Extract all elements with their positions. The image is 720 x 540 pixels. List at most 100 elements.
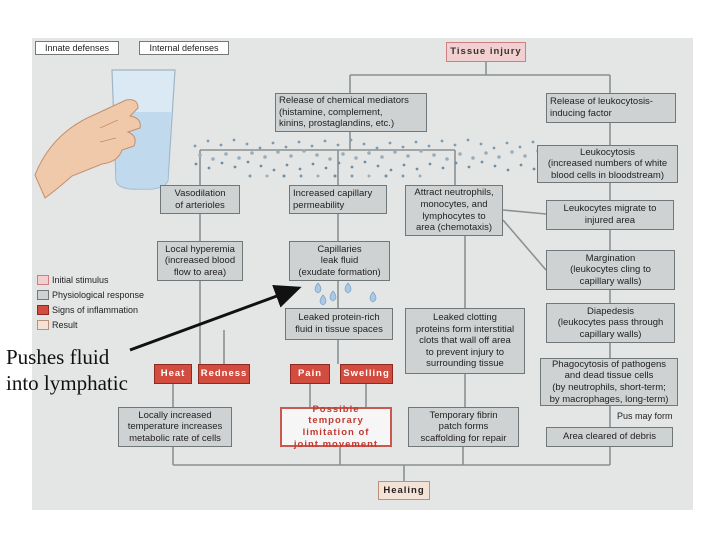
mediator-dot xyxy=(401,174,405,178)
mediator-dot xyxy=(245,142,249,146)
mediator-dot xyxy=(510,150,514,154)
redness-sign-box: Redness xyxy=(198,364,250,384)
mediator-dot xyxy=(380,155,384,159)
mediator-dot xyxy=(376,164,380,168)
mediator-dot xyxy=(350,174,354,178)
mediator-dot xyxy=(454,161,458,165)
mediator-dot xyxy=(211,157,215,161)
leaked-protein-box: Leaked protein-rich fluid in tissue spac… xyxy=(285,308,393,340)
mediator-dot xyxy=(367,151,371,155)
mediator-dot xyxy=(323,139,327,143)
swelling-sign-box: Swelling xyxy=(340,364,393,384)
area-cleared-box: Area cleared of debris xyxy=(546,427,673,447)
legend-signs-of-inflammation: Signs of inflammation xyxy=(37,305,138,315)
mediator-dot xyxy=(263,155,267,159)
mediator-dot xyxy=(388,141,392,145)
mediator-dot xyxy=(441,166,445,170)
mediator-dot xyxy=(432,153,436,157)
mediator-dot xyxy=(206,139,210,143)
legend-swatch xyxy=(37,275,49,285)
legend-label: Initial stimulus xyxy=(52,275,109,285)
legend-physiological-response: Physiological response xyxy=(37,290,144,300)
mediator-dot xyxy=(479,142,483,146)
mediator-dot xyxy=(341,152,345,156)
mediator-dot xyxy=(419,149,423,153)
mediator-dot xyxy=(354,156,358,160)
fluid-drop-icon xyxy=(314,282,322,294)
mediator-dot xyxy=(367,174,371,178)
mediator-dot xyxy=(328,157,332,161)
mediator-dot xyxy=(532,167,536,171)
diapedesis-box: Diapedesis (leukocytes pass through capi… xyxy=(546,303,675,343)
mediator-dot xyxy=(406,154,410,158)
fluid-drop-icon xyxy=(369,291,377,303)
fluid-drop-icon xyxy=(329,290,337,302)
vasodilation-box: Vasodilation of arterioles xyxy=(160,185,240,214)
internal-defenses-label: Internal defenses xyxy=(139,41,229,55)
mediator-dot xyxy=(363,160,367,164)
mediator-dot xyxy=(418,174,422,178)
fluid-drop-icon xyxy=(319,294,327,306)
local-hyperemia-box: Local hyperemia (increased blood flow to… xyxy=(157,241,243,281)
mediator-dot xyxy=(289,154,293,158)
increased-permeability-box: Increased capillary permeability xyxy=(289,185,387,214)
mediator-dot xyxy=(415,167,419,171)
leukocytes-migrate-box: Leukocytes migrate to injured area xyxy=(546,200,674,230)
mediator-dot xyxy=(497,155,501,159)
mediator-dot xyxy=(233,165,237,169)
mediator-dot xyxy=(336,143,340,147)
legend-result: Result xyxy=(37,320,78,330)
mediator-dot xyxy=(402,163,406,167)
release-chemical-mediators-box: Release of chemical mediators (histamine… xyxy=(275,93,427,132)
mediator-dot xyxy=(350,165,354,169)
mediator-dot xyxy=(265,174,269,178)
legend-label: Signs of inflammation xyxy=(52,305,139,315)
mediator-dot xyxy=(258,146,262,150)
mediator-dot xyxy=(285,163,289,167)
tissue-injury-box: Tissue injury xyxy=(446,42,526,62)
innate-defenses-label: Innate defenses xyxy=(35,41,119,55)
leukocytosis-box: Leukocytosis (increased numbers of white… xyxy=(537,145,678,183)
mediator-dot xyxy=(232,138,236,142)
mediator-dot xyxy=(316,174,320,178)
mediator-dot xyxy=(271,141,275,145)
mediator-dot xyxy=(194,162,198,166)
mediator-dot xyxy=(518,145,522,149)
hand-icon xyxy=(34,99,141,199)
mediator-dot xyxy=(302,149,306,153)
heat-sign-box: Heat xyxy=(154,364,192,384)
mediator-dot xyxy=(333,174,337,178)
phagocytosis-box: Phagocytosis of pathogens and dead tissu… xyxy=(540,358,678,406)
mediator-dot xyxy=(198,153,202,157)
mediator-dot xyxy=(298,167,302,171)
mediator-dot xyxy=(219,143,223,147)
mediator-dot xyxy=(389,168,393,172)
mediator-dot xyxy=(246,160,250,164)
mediator-dot xyxy=(523,154,527,158)
temporary-fibrin-box: Temporary fibrin patch forms scaffolding… xyxy=(408,407,519,447)
mediator-dot xyxy=(401,145,405,149)
margination-box: Margination (leukocytes cling to capilla… xyxy=(546,250,675,290)
pushes-fluid-annotation: Pushes fluid into lymphatic xyxy=(6,345,128,396)
mediator-dot xyxy=(193,144,197,148)
mediator-dot xyxy=(467,165,471,169)
mediator-dot xyxy=(220,161,224,165)
mediator-dot xyxy=(428,162,432,166)
mediator-dot xyxy=(505,141,509,145)
mediator-dot xyxy=(484,151,488,155)
mediator-dot xyxy=(297,140,301,144)
mediator-dot xyxy=(224,152,228,156)
mediator-dot xyxy=(362,142,366,146)
fluid-drop-icon xyxy=(344,282,352,294)
mediator-dot xyxy=(492,146,496,150)
mediator-dot xyxy=(453,143,457,147)
mediator-dot xyxy=(272,168,276,172)
release-leukocytosis-factor-box: Release of leukocytosis- inducing factor xyxy=(546,93,676,123)
mediator-dot xyxy=(427,144,431,148)
mediator-dot xyxy=(414,140,418,144)
legend-initial-stimulus: Initial stimulus xyxy=(37,275,109,285)
mediator-dot xyxy=(531,140,535,144)
leaked-clotting-box: Leaked clotting proteins form interstiti… xyxy=(405,308,525,374)
